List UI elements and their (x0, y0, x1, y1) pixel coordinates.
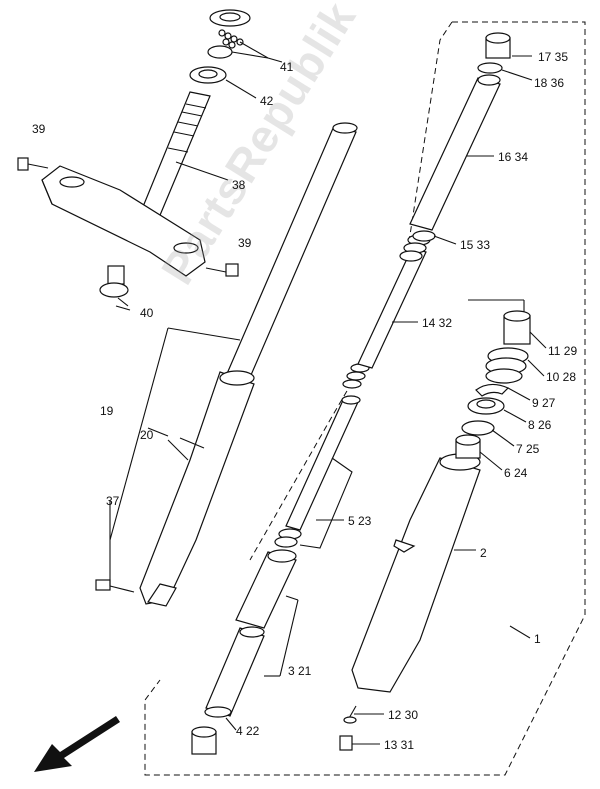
label-11: 11 29 (548, 344, 578, 358)
label-6: 6 24 (504, 466, 528, 480)
label-38: 38 (232, 178, 246, 192)
outer-tube-left (139, 370, 255, 607)
label-39-b: 39 (238, 236, 252, 250)
bolt-37 (95, 579, 135, 593)
label-18: 18 36 (534, 76, 565, 90)
label-7: 7 25 (516, 442, 540, 456)
label-5: 5 23 (348, 514, 372, 528)
dust-seal (503, 310, 531, 345)
label-4: 4 22 (236, 724, 260, 738)
bearing-race-top (209, 9, 251, 27)
bolt-13 (339, 735, 353, 751)
bolt-39-a (17, 157, 49, 171)
label-37: 37 (106, 494, 120, 508)
spacer-tube (235, 549, 297, 629)
rebound-spring (342, 363, 370, 389)
oil-seal-cup (191, 726, 217, 755)
label-8: 8 26 (528, 418, 552, 432)
label-20: 20 (140, 428, 154, 442)
label-17: 17 35 (538, 50, 569, 64)
bearing-balls (218, 29, 244, 49)
label-2: 2 (480, 546, 487, 560)
label-3: 3 21 (288, 664, 312, 678)
inner-tube-right (409, 74, 501, 231)
bolt-39-b (205, 263, 239, 277)
label-39-a: 39 (32, 122, 46, 136)
assembly-outline (144, 21, 586, 776)
outer-tube-right (351, 453, 481, 693)
retaining-clip (475, 383, 510, 397)
label-42: 42 (260, 94, 274, 108)
label-10: 10 28 (546, 370, 577, 384)
oil-seal-washer (467, 397, 505, 415)
oil-seal (485, 347, 529, 384)
bearing-race-lower (189, 45, 233, 84)
label-40: 40 (140, 306, 154, 320)
label-14: 14 32 (422, 316, 453, 330)
spring-seat (412, 230, 436, 242)
o-ring (477, 62, 503, 74)
under-bracket (41, 165, 206, 277)
leader-lines (109, 55, 547, 745)
slide-metal (455, 434, 481, 459)
outer-tube-bushing (461, 420, 495, 436)
front-arrow-icon (34, 716, 120, 772)
damper-rod (285, 395, 361, 531)
cap-bolt (485, 32, 511, 59)
label-13: 13 31 (384, 738, 415, 752)
label-16: 16 34 (498, 150, 529, 164)
piston-ring (274, 528, 302, 548)
fork-spring (357, 234, 431, 369)
label-12: 12 30 (388, 708, 419, 722)
label-19: 19 (100, 404, 114, 418)
label-41: 41 (280, 60, 294, 74)
outer-tube-lug (393, 539, 416, 553)
label-9: 9 27 (532, 396, 556, 410)
oil-lock-piece (204, 626, 265, 718)
label-15: 15 33 (460, 238, 491, 252)
collar-40 (99, 265, 129, 298)
label-1: 1 (534, 632, 541, 646)
washer-12 (343, 716, 357, 724)
